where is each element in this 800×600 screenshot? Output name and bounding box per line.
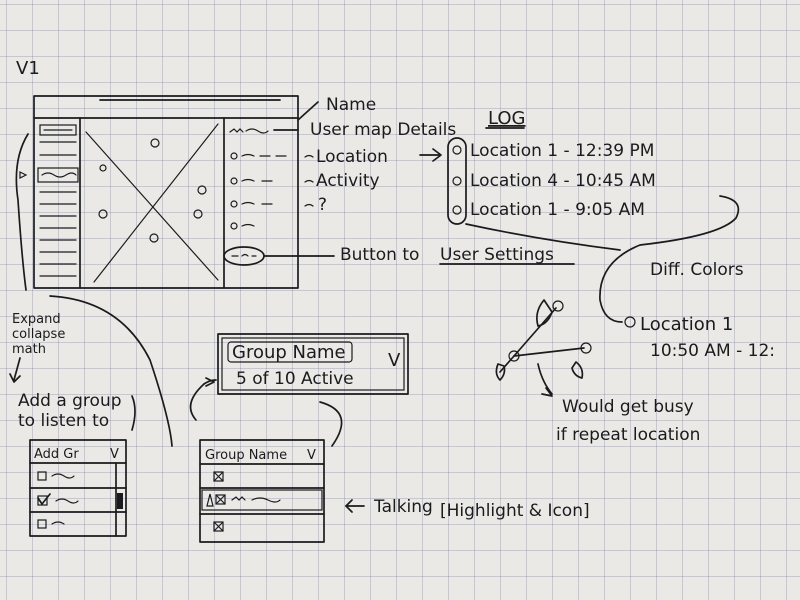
checkbox-icon[interactable] [37, 519, 47, 529]
map-pin-2 [99, 164, 107, 172]
detail-connector [599, 195, 740, 323]
log-title: LOG [488, 108, 526, 129]
annotation-math: math [12, 342, 46, 357]
main-screen-wireframe [33, 95, 299, 289]
speaker-icon [206, 493, 214, 507]
checkbox-icon[interactable] [213, 521, 224, 532]
scrollbar-thumb[interactable] [117, 493, 123, 509]
chevron-down-icon[interactable]: V [307, 448, 316, 463]
location-detail: Location 1 10:50 AM - 12: [624, 314, 775, 361]
annotation-location: Location [316, 147, 388, 167]
card-to-list-connector [319, 401, 343, 447]
annotation-expand: Expand [12, 312, 61, 327]
annotation-user-map-details: User map Details [310, 120, 456, 140]
add-group-label: Add Gr [34, 447, 79, 462]
log-entry-1-text: Location 1 - 12:39 PM [470, 141, 654, 161]
group-name-dropdown[interactable]: Group Name V [199, 439, 325, 543]
add-group-dropdown[interactable]: Add Gr V [29, 439, 127, 537]
location-detail-time: 10:50 AM - 12: [650, 341, 775, 361]
sidebar-selected-item [37, 167, 79, 183]
annotation-highlight-icon: [Highlight & Icon] [440, 501, 590, 521]
group-card[interactable]: Group Name 5 of 10 Active V [217, 333, 409, 395]
user-settings-button-sketch [223, 246, 265, 266]
add-group-item-1[interactable] [37, 471, 75, 481]
chevron-down-icon[interactable]: V [110, 447, 119, 462]
log-connector [465, 223, 621, 251]
location-detail-title: Location 1 [640, 314, 733, 335]
checkbox-icon[interactable] [37, 471, 47, 481]
log-entry-3[interactable]: Location 1 - 9:05 AM [452, 200, 645, 220]
sidebar-list [19, 124, 79, 277]
annotation-user-settings-prefix: Button to [340, 245, 419, 265]
annotation-add-group-2: to listen to [18, 411, 109, 431]
log-entry-2-text: Location 4 - 10:45 AM [470, 171, 656, 191]
highlighted-row [201, 489, 323, 511]
arrow-icon [419, 148, 442, 162]
checkbox-icon[interactable] [37, 495, 48, 506]
version-label: V1 [16, 58, 40, 79]
log-entry-3-text: Location 1 - 9:05 AM [470, 200, 645, 220]
details-panel [223, 128, 287, 266]
annotation-activity: Activity [316, 171, 380, 191]
main-to-dropdown-connector [49, 295, 173, 447]
log-entry-2[interactable]: Location 4 - 10:45 AM [452, 171, 656, 191]
chevron-down-icon[interactable]: V [388, 350, 401, 371]
checkbox-icon[interactable] [213, 471, 224, 482]
annotation-unknown: ? [318, 195, 327, 215]
arrow-icon [345, 499, 365, 513]
map-pin-6 [149, 233, 159, 243]
map-pin-3 [197, 185, 207, 195]
map-pin-1 [150, 138, 160, 148]
group-card-connector [189, 383, 205, 421]
annotation-collapse: collapse [12, 327, 65, 342]
group-member-3[interactable] [213, 521, 224, 532]
annotation-busy-1: Would get busy [562, 397, 694, 417]
annotation-diff-colors: Diff. Colors [650, 260, 744, 280]
annotation-name: Name [326, 95, 376, 115]
group-member-1[interactable] [213, 471, 224, 482]
name-pointer [297, 101, 319, 121]
annotation-add-group-1: Add a group [18, 391, 122, 411]
annotation-talking: Talking [373, 497, 433, 517]
group-name-label: Group Name [205, 448, 287, 463]
sidebar-header-box [39, 124, 77, 136]
map-pin-4 [98, 209, 108, 219]
map-area [85, 123, 219, 283]
annotation-user-settings-link: User Settings [440, 245, 554, 265]
log-entry-1[interactable]: Location 1 - 12:39 PM [452, 141, 654, 161]
annotation-busy-2: if repeat location [556, 425, 700, 445]
map-pin-5 [193, 209, 203, 219]
pin-cluster-sketch [495, 299, 592, 397]
add-group-item-2[interactable] [37, 493, 79, 506]
group-member-2-talking[interactable] [206, 493, 281, 507]
log-timeline-bar [447, 137, 467, 225]
checkbox-icon[interactable] [215, 494, 226, 505]
expand-connector [15, 133, 29, 291]
group-card-active: 5 of 10 Active [236, 369, 354, 389]
group-card-name: Group Name [232, 342, 346, 363]
add-group-item-3[interactable] [37, 519, 65, 529]
